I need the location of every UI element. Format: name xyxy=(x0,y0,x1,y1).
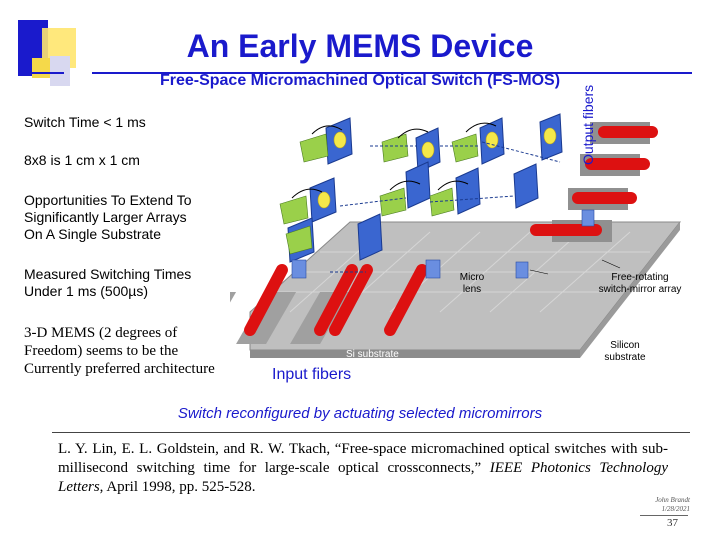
bullet-switch-time: Switch Time < 1 ms xyxy=(24,114,146,130)
free-rotating-line2: switch-mirror array xyxy=(598,284,682,295)
input-fiber-2 xyxy=(314,263,358,337)
bullet-measured-line1: Measured Switching Times xyxy=(24,266,192,282)
title-rule-left xyxy=(24,72,64,74)
deco-square-grey xyxy=(50,56,70,86)
silicon-line1: Silicon xyxy=(610,340,640,351)
bullet-3d-mems-line2: Freedom) seems to be the xyxy=(24,343,179,359)
output-fiber-4 xyxy=(530,224,602,236)
page-subtitle: Free-Space Micromachined Optical Switch … xyxy=(159,72,561,89)
bullet-opportunities-line3: On A Single Substrate xyxy=(24,226,161,242)
micro-lens-line1: Micro xyxy=(459,272,485,283)
mirror-bases xyxy=(279,133,479,255)
rotation-arrows xyxy=(291,122,497,199)
title-rule xyxy=(92,72,692,74)
mems-diagram xyxy=(230,113,682,358)
bullet-measured-line2: Under 1 ms (500µs) xyxy=(24,283,148,299)
reference-date-pages: , April 1998, pp. 525-528. xyxy=(99,479,256,495)
output-fiber-3 xyxy=(572,192,637,204)
bullet-3d-mems: 3-D MEMS (2 degrees of Freedom) seems to… xyxy=(24,324,215,378)
input-fiber-1 xyxy=(244,263,288,337)
output-fibers-label: Output fibers xyxy=(580,84,596,165)
substrate-side xyxy=(580,222,680,358)
free-rotating-line1: Free-rotating xyxy=(611,272,669,283)
footer-author: John Brandt 1/28/2021 xyxy=(655,496,690,514)
output-fiber-1 xyxy=(598,126,658,138)
footer-date: 1/28/2021 xyxy=(661,505,690,513)
free-rotating-label: Free-rotating switch-mirror array xyxy=(580,272,700,296)
input-fibers-group xyxy=(230,263,428,344)
bullet-opportunities: Opportunities To Extend To Significantly… xyxy=(24,192,192,243)
output-fibers-group xyxy=(530,122,658,242)
bullet-3d-mems-line3: Currently preferred architecture xyxy=(24,361,215,377)
bullet-opportunities-line1: Opportunities To Extend To xyxy=(24,192,192,208)
input-fiber-4 xyxy=(384,263,428,337)
bullet-measured: Measured Switching Times Under 1 ms (500… xyxy=(24,266,191,300)
reference-rule xyxy=(52,432,690,433)
page-number: 37 xyxy=(667,517,678,529)
footer-author-name: John Brandt xyxy=(655,496,690,504)
bullet-size: 8x8 is 1 cm x 1 cm xyxy=(24,152,140,168)
si-substrate-label: Si substrate xyxy=(346,349,399,360)
silicon-line2: substrate xyxy=(604,352,646,363)
reference-journal: IEEE Photonics Technology Letters xyxy=(58,460,668,495)
silicon-substrate-label: Silicon substrate xyxy=(590,340,660,364)
input-fibers-label: Input fibers xyxy=(272,366,352,383)
reference-citation: L. Y. Lin, E. L. Goldstein, and R. W. Tk… xyxy=(58,440,668,497)
footer-rule xyxy=(640,515,688,516)
micro-lens-label: Micro lens xyxy=(450,272,494,296)
output-fiber-2 xyxy=(585,158,650,170)
input-fiber-3 xyxy=(329,263,373,337)
reference-authors-title: L. Y. Lin, E. L. Goldstein, and R. W. Tk… xyxy=(58,441,668,476)
micro-lenses xyxy=(291,209,595,279)
figure-caption: Switch reconfigured by actuating selecte… xyxy=(177,405,543,422)
bullet-opportunities-line2: Significantly Larger Arrays xyxy=(24,209,187,225)
light-beams xyxy=(330,141,561,273)
substrate-edge xyxy=(250,350,580,358)
micro-lens-line2: lens xyxy=(462,284,482,295)
bullet-3d-mems-line1: 3-D MEMS (2 degrees of xyxy=(24,325,178,341)
page-title: An Early MEMS Device xyxy=(186,28,534,64)
